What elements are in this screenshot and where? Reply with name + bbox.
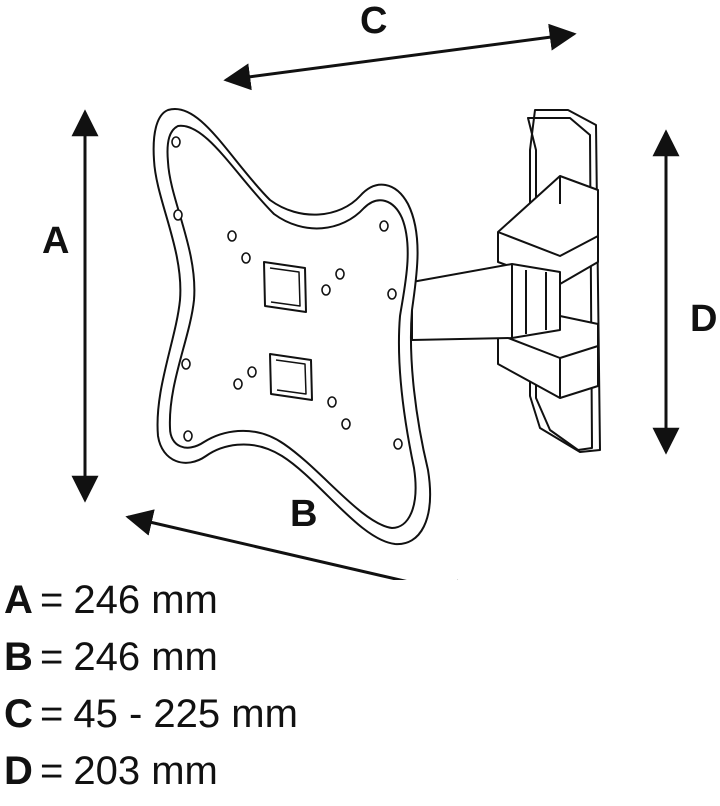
dimension-label-c: C	[360, 0, 388, 42]
spec-value: 45 - 225 mm	[73, 692, 298, 736]
vesa-slot-lower	[269, 353, 313, 401]
mounting-holes	[171, 136, 403, 450]
dimension-arrow-b	[125, 509, 481, 580]
spec-value: 246 mm	[73, 635, 218, 679]
dimension-label-b: B	[290, 493, 318, 535]
dimension-arrow-c	[223, 23, 577, 91]
spec-equals: =	[40, 692, 64, 736]
spec-row-a: A = 246 mm	[4, 578, 704, 635]
spec-letter: A	[4, 578, 33, 622]
spec-row-b: B = 246 mm	[4, 635, 704, 692]
dimension-spec-list: A = 246 mm B = 246 mm C = 45 - 225 mm D …	[4, 578, 704, 806]
spec-letter: B	[4, 635, 33, 679]
spec-equals: =	[40, 578, 64, 622]
vesa-plate-inner-rim	[166, 124, 417, 529]
spec-row-d: D = 203 mm	[4, 749, 704, 806]
spec-equals: =	[40, 635, 64, 679]
swing-arm	[411, 263, 561, 341]
tv-wall-mount-diagram	[71, 23, 680, 580]
spec-value: 203 mm	[73, 749, 218, 793]
dimension-label-a: A	[42, 220, 70, 262]
spec-letter: C	[4, 692, 33, 736]
spec-value: 246 mm	[73, 578, 218, 622]
spec-letter: D	[4, 749, 33, 793]
spec-equals: =	[40, 749, 64, 793]
spec-row-c: C = 45 - 225 mm	[4, 692, 704, 749]
vesa-slot-upper	[263, 261, 307, 313]
dimension-label-d: D	[690, 298, 718, 340]
vesa-mounting-plate	[152, 107, 432, 546]
